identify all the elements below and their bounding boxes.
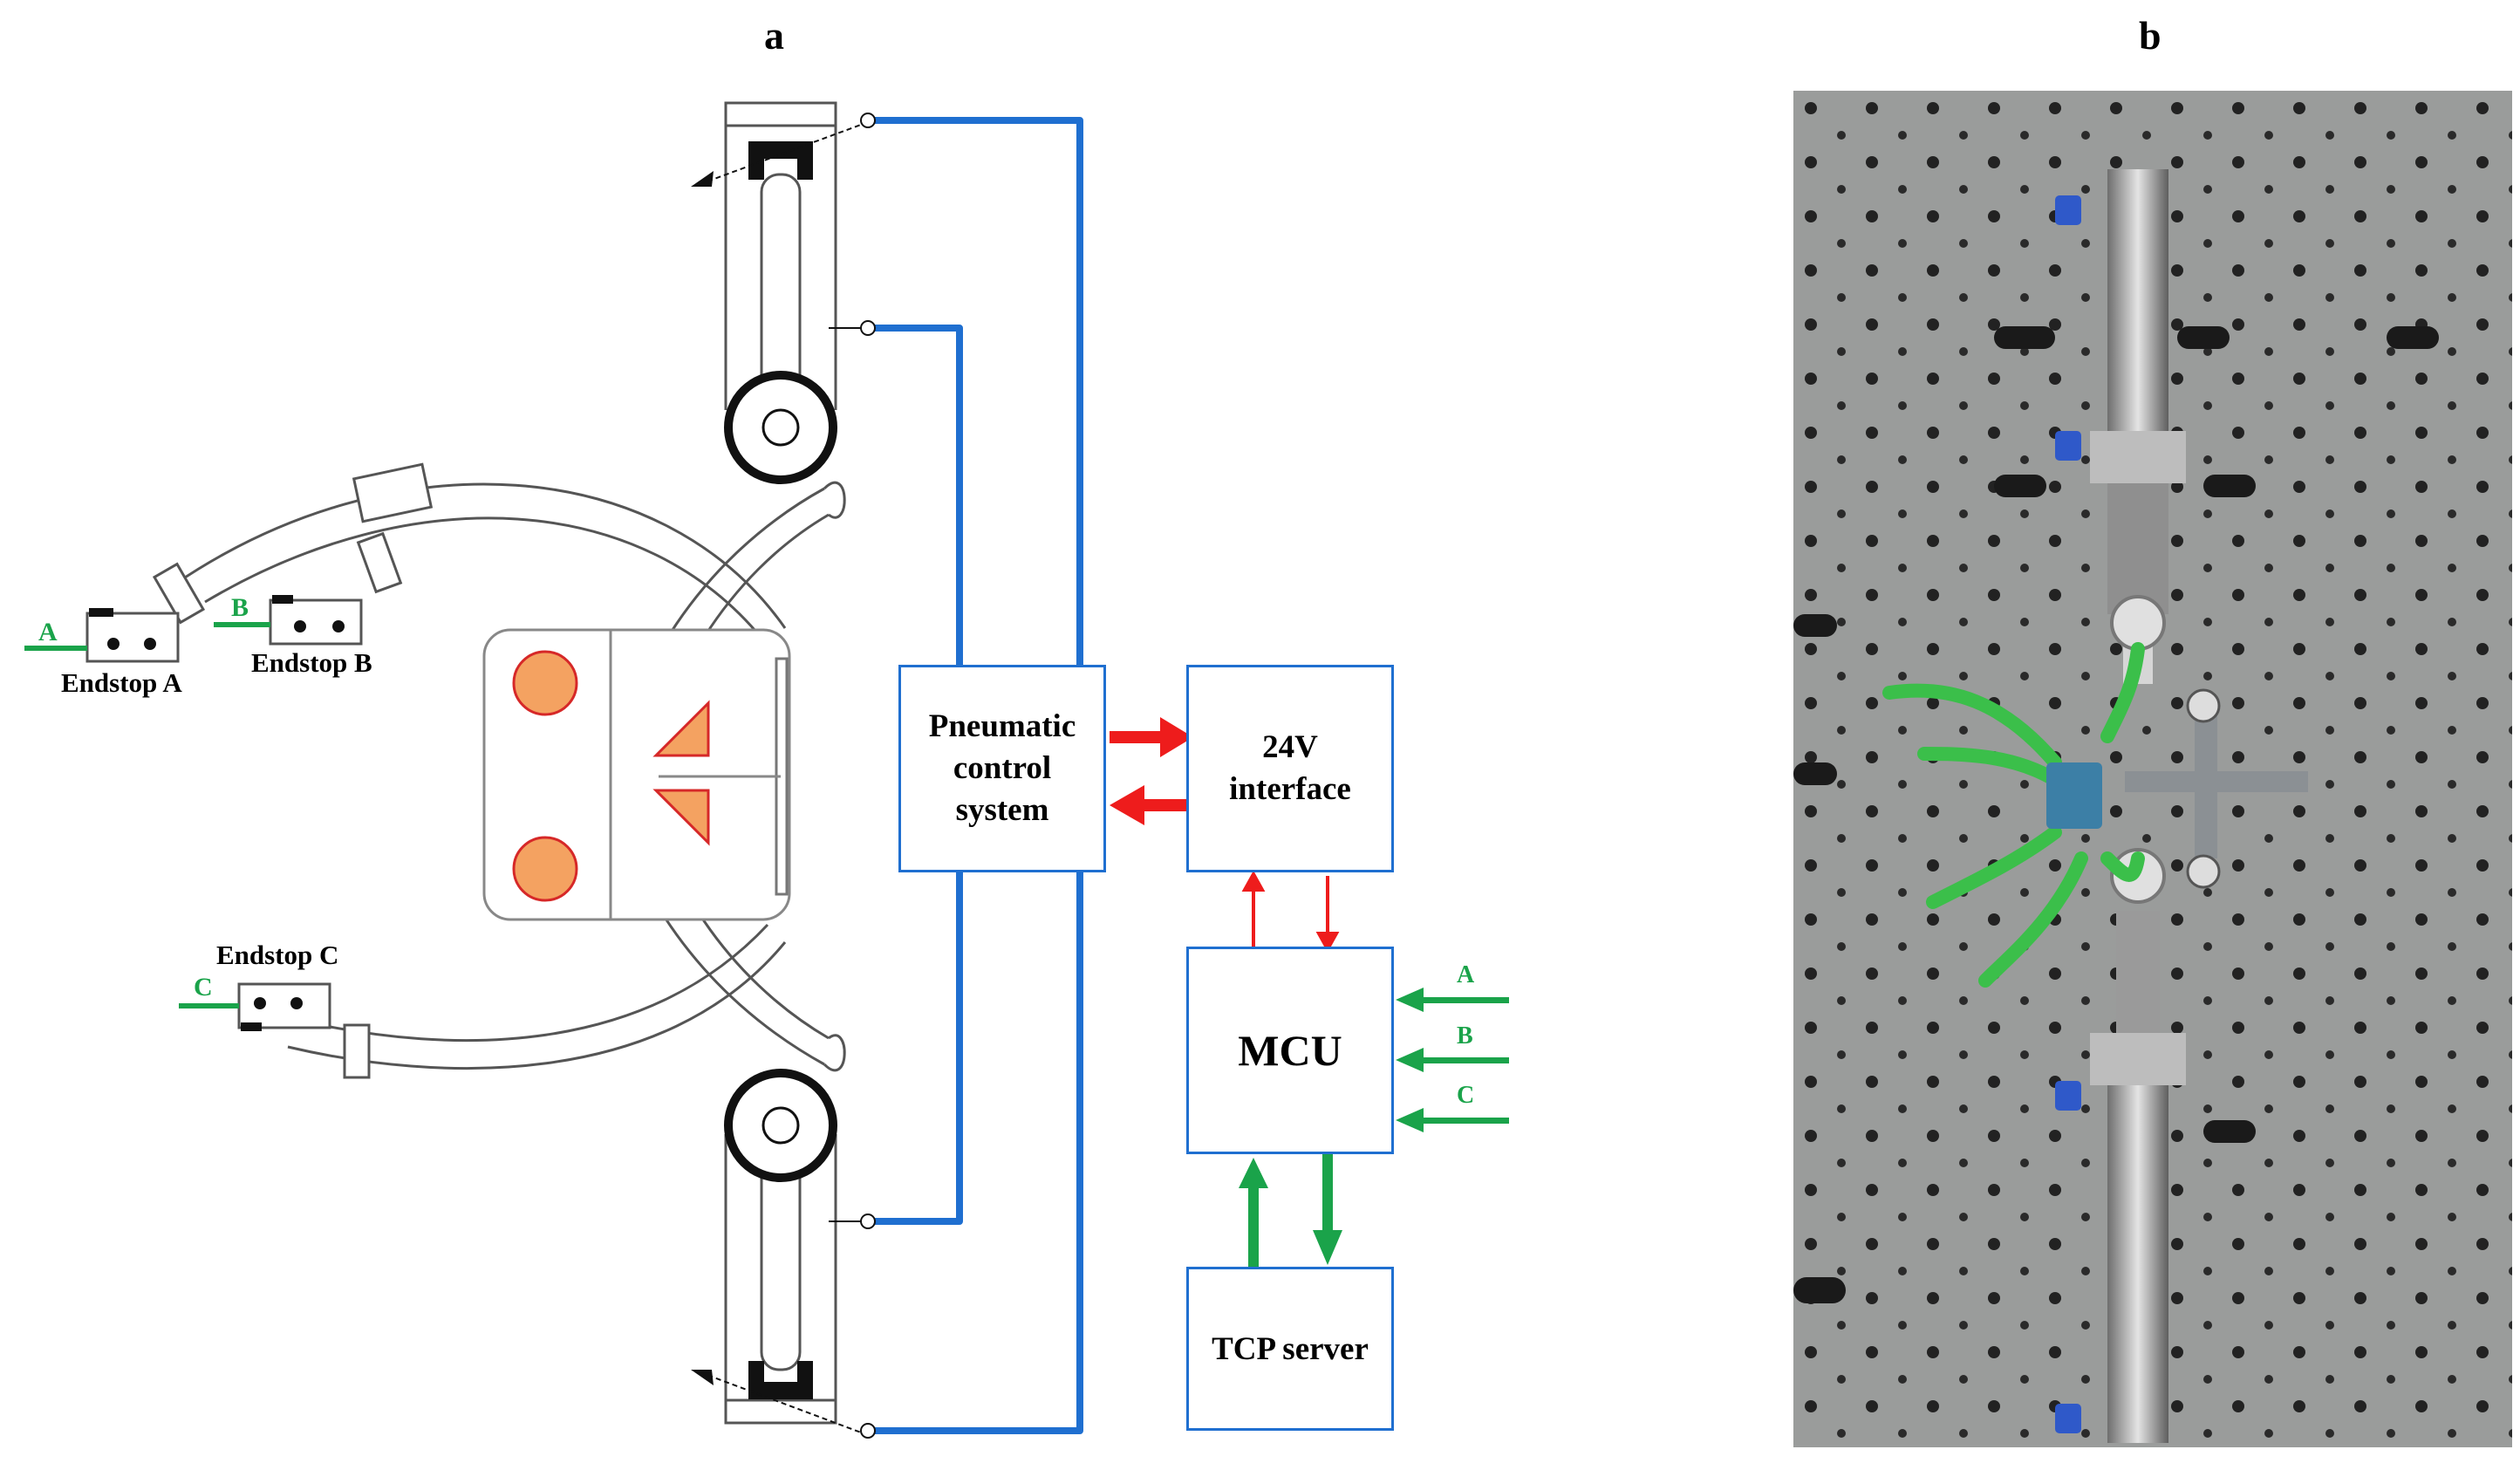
mcu-label: MCU — [1238, 1026, 1342, 1075]
mcu-input-c-arrow — [1396, 1108, 1424, 1132]
tcp-to-mcu-arrow — [1239, 1158, 1268, 1188]
photo-blue-object — [2046, 762, 2102, 829]
mcu-input-a-label: A — [1457, 961, 1475, 988]
top-arrowhead — [691, 171, 714, 187]
endstop-a-signal: A — [38, 618, 58, 646]
mcu-input-c-label: C — [1457, 1082, 1475, 1109]
arrow-to-interface — [1160, 717, 1193, 757]
endstop-a-switch — [85, 608, 180, 663]
target-lower-triangle — [652, 789, 710, 846]
top-piston-head — [748, 141, 813, 180]
gripper-schematic — [24, 101, 1509, 1439]
24v-interface-box: 24V interface — [1186, 665, 1394, 872]
tcp-server-label: TCP server — [1212, 1330, 1369, 1367]
top-cylinder-body — [724, 101, 837, 127]
target-lower-circle — [512, 836, 578, 902]
endstop-b-signal: B — [231, 593, 249, 622]
endstop-a-label: Endstop A — [61, 667, 182, 698]
bottom-roller — [724, 1069, 837, 1182]
target-upper-circle — [512, 650, 578, 716]
endstop-c-signal: C — [194, 973, 213, 1002]
endstop-b-switch — [269, 595, 363, 646]
endstop-c-switch — [237, 982, 331, 1031]
endstop-c-label: Endstop C — [216, 940, 339, 970]
mcu-to-tcp-arrow — [1313, 1230, 1342, 1265]
photo-lower-cylinder — [2107, 1033, 2168, 1443]
bottom-arrowhead — [691, 1370, 714, 1385]
target-upper-triangle — [652, 700, 710, 757]
24v-interface-label: 24V interface — [1229, 728, 1351, 807]
panel-a-label: a — [764, 13, 784, 58]
tcp-server-box: TCP server — [1186, 1267, 1394, 1431]
mcu-box: MCU — [1186, 947, 1394, 1154]
mcu-input-a-arrow — [1396, 988, 1424, 1012]
mcu-input-b-label: B — [1457, 1022, 1473, 1050]
arrow-to-pneumatic — [1110, 785, 1144, 825]
gripper-photo — [1793, 91, 2512, 1447]
endstop-b-label: Endstop B — [251, 647, 372, 678]
arm-arc-upper — [174, 482, 787, 629]
bottom-piston-head — [748, 1361, 813, 1399]
mcu-input-b-arrow — [1396, 1048, 1424, 1072]
pneumatic-control-system-label: Pneumatic control system — [928, 708, 1076, 829]
top-roller — [724, 371, 837, 484]
bottom-cylinder-body — [724, 1398, 837, 1425]
pneumatic-control-system-box: Pneumatic control system — [898, 665, 1106, 872]
panel-b-label: b — [2139, 13, 2161, 58]
